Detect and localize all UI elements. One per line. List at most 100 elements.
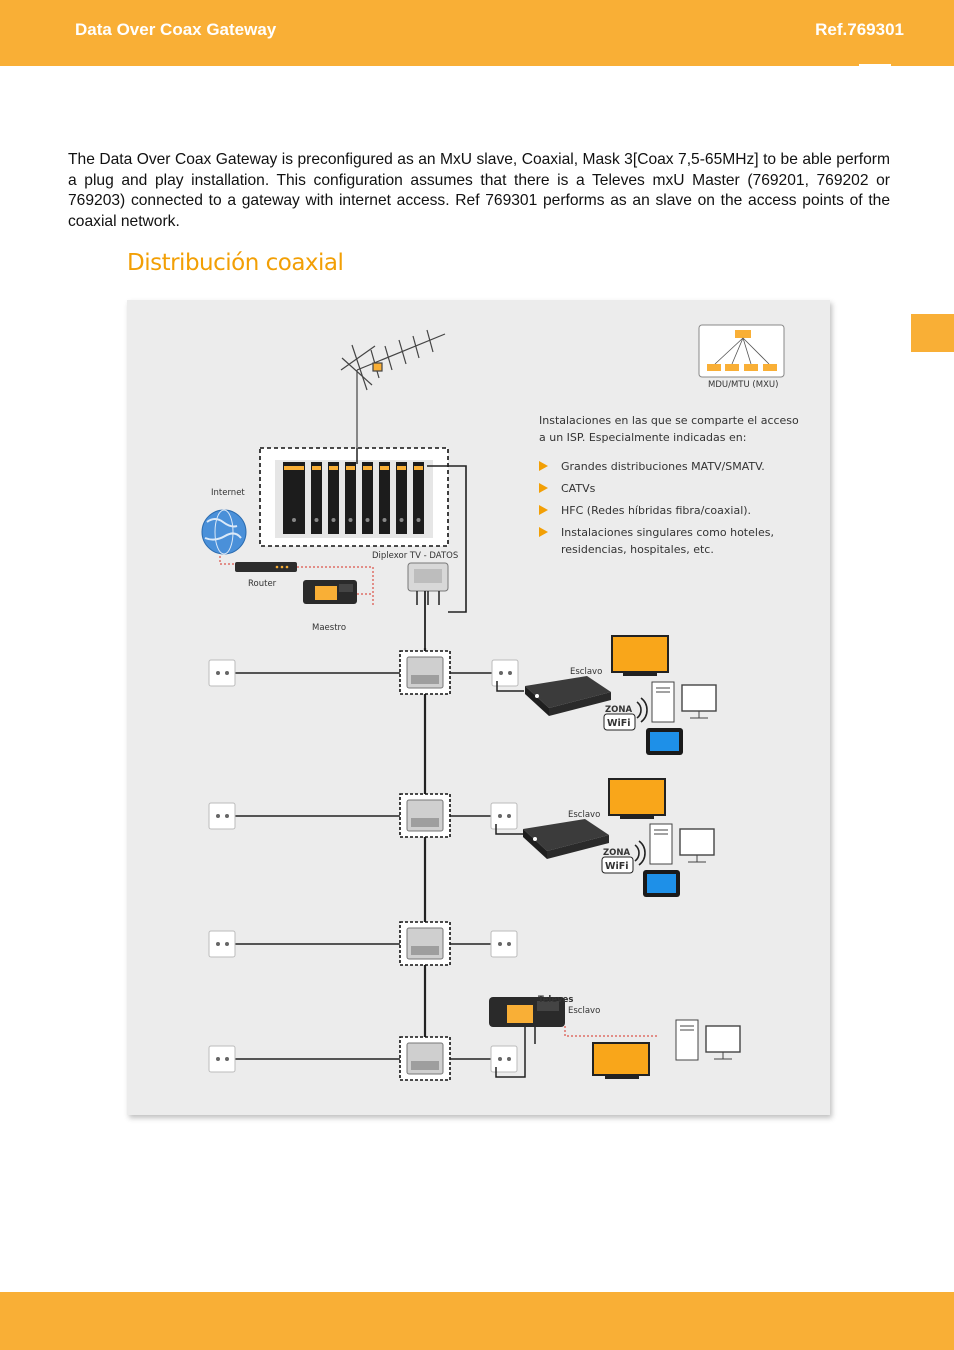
headend-rack	[259, 447, 449, 547]
intro-paragraph: The Data Over Coax Gateway is preconfigu…	[68, 151, 890, 230]
wall-outlet-icon	[491, 659, 519, 687]
header-notch	[859, 64, 891, 67]
maestro-label: Maestro	[312, 623, 346, 633]
mdu-label: MDU/MTU (MXU)	[708, 380, 778, 390]
outlet-socket	[216, 942, 220, 946]
pc-2-icon	[649, 823, 715, 865]
rack-module-led	[284, 466, 304, 470]
outlet-socket	[507, 814, 511, 818]
info-bullet: HFC (Redes híbridas fibra/coaxial).	[539, 502, 799, 519]
wall-outlet-icon	[490, 1045, 518, 1073]
master-device-icon	[303, 580, 357, 604]
info-bullet-text: CATVs	[561, 482, 596, 495]
wall-outlet-icon	[490, 930, 518, 958]
rack-module-connector	[348, 518, 353, 522]
bullet-arrow-icon	[539, 505, 548, 515]
wifi-zone-1-label: ZONA	[605, 705, 633, 715]
outlet-socket	[225, 1057, 229, 1061]
side-tab	[911, 314, 954, 352]
rack-module-led	[414, 466, 423, 470]
rack-module-connector	[331, 518, 336, 522]
slave-3-device-icon: Televes	[489, 995, 573, 1027]
outlet-cable	[495, 824, 523, 835]
page-header: Data Over Coax Gateway Ref.769301	[0, 0, 954, 66]
diagram-panel: Internet Router Maestro Diplexor TV - DA…	[127, 300, 830, 1115]
diplexer-icon	[407, 562, 449, 605]
outlet-socket	[508, 671, 512, 675]
info-bullet-text: Instalaciones singulares como hoteles, r…	[561, 526, 774, 556]
rack-module-led	[329, 466, 338, 470]
info-box: Instalaciones en las que se comparte el …	[539, 412, 799, 563]
rack-module-connector	[382, 518, 387, 522]
rack-module-led	[397, 466, 406, 470]
tap-ports	[411, 946, 439, 955]
slave-2-label: Esclavo	[568, 810, 600, 820]
info-bullet-text: Grandes distribuciones MATV/SMATV.	[561, 460, 765, 473]
info-bullet-text: HFC (Redes híbridas fibra/coaxial).	[561, 504, 752, 517]
pc-3-icon	[675, 1019, 741, 1061]
internet-label: Internet	[211, 488, 245, 498]
slave-1-device-icon	[525, 676, 611, 716]
slave-2-device-icon	[523, 819, 609, 859]
header-ref: Ref.769301	[815, 20, 904, 39]
rack-module	[396, 462, 407, 534]
bullet-arrow-icon	[539, 527, 548, 537]
header-title: Data Over Coax Gateway	[75, 20, 277, 39]
wifi-1-label: WiFi	[607, 718, 630, 729]
tablet-1-icon	[646, 728, 683, 755]
diplexer-label: Diplexor TV - DATOS	[372, 551, 458, 561]
info-bullet: Instalaciones singulares como hoteles, r…	[539, 524, 799, 558]
outlet-cable	[496, 681, 524, 692]
rack-module-connector	[314, 518, 319, 522]
info-bullet-list: Grandes distribuciones MATV/SMATV. CATVs…	[539, 458, 799, 558]
rack-module-connector	[416, 518, 421, 522]
tap-ports	[411, 675, 439, 684]
router-icon	[235, 562, 297, 572]
outlet-socket	[216, 671, 220, 675]
wall-outlet-icon	[490, 802, 518, 830]
wall-outlet-icon	[208, 659, 236, 687]
pc-1-icon	[651, 681, 717, 723]
rack-module-led	[380, 466, 389, 470]
antenna-icon	[340, 329, 446, 448]
rack-module	[413, 462, 424, 534]
rack-module-led	[346, 466, 355, 470]
brand-label: Televes	[538, 995, 573, 1005]
outlet-socket	[499, 671, 503, 675]
rack-module	[328, 462, 339, 534]
info-lead: Instalaciones en las que se comparte el …	[539, 414, 799, 444]
rack-module	[283, 462, 305, 534]
tap-ports	[411, 1061, 439, 1070]
wifi-zone-2-label: ZONA	[603, 848, 631, 858]
rack-module	[311, 462, 322, 534]
wifi-zone-1-icon: ZONA WiFi	[603, 697, 648, 731]
router-label: Router	[248, 579, 277, 589]
info-bullet: Grandes distribuciones MATV/SMATV.	[539, 458, 799, 475]
wifi-zone-2-icon: ZONA WiFi	[601, 840, 646, 874]
outlet-socket	[507, 1057, 511, 1061]
wall-outlet-icon	[208, 802, 236, 830]
wifi-2-label: WiFi	[605, 861, 628, 872]
network-diagram: Internet Router Maestro Diplexor TV - DA…	[201, 324, 785, 1081]
internet-globe-icon	[201, 509, 247, 555]
rack-module-led	[312, 466, 321, 470]
info-bullet: CATVs	[539, 480, 799, 497]
outlet-socket	[216, 1057, 220, 1061]
rack-module	[362, 462, 373, 534]
rack-module	[345, 462, 356, 534]
tablet-2-icon	[643, 870, 680, 897]
outlet-socket	[216, 814, 220, 818]
tv-2-icon	[608, 778, 666, 819]
bullet-arrow-icon	[539, 483, 548, 493]
tap-ports	[411, 818, 439, 827]
outlet-socket	[498, 942, 502, 946]
outlet-socket	[225, 671, 229, 675]
rack-module	[379, 462, 390, 534]
slave-1-label: Esclavo	[570, 667, 602, 677]
page-footer	[0, 1292, 954, 1350]
outlet-socket	[507, 942, 511, 946]
outlet-socket	[498, 814, 502, 818]
diagram-title: Distribución coaxial	[127, 250, 344, 276]
outlet-socket	[225, 942, 229, 946]
slave-3-label: Esclavo	[568, 1006, 600, 1016]
